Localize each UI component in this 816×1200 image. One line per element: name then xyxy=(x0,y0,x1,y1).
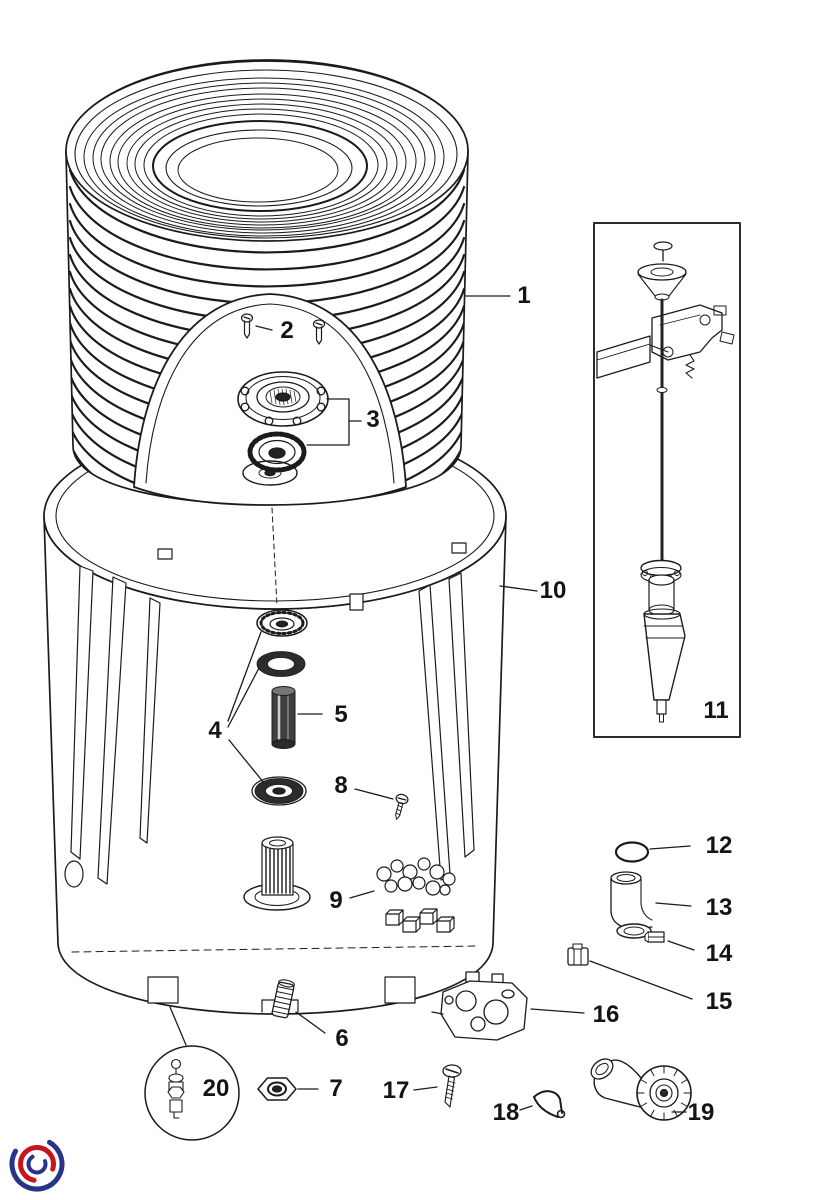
part-7-hex-nut-drawing xyxy=(257,1077,297,1101)
leader-line-13 xyxy=(655,902,692,907)
part-12-oring-drawing xyxy=(614,841,650,863)
part-3-bracket xyxy=(306,398,350,446)
leader-line-20 xyxy=(169,1006,187,1046)
part-19-elbow-drawing xyxy=(590,1058,692,1121)
part-15-clip-drawing xyxy=(567,943,589,966)
tank-interior-details xyxy=(64,507,479,1019)
centerline xyxy=(271,507,278,607)
part-4-seals-drawing xyxy=(251,609,308,806)
leader-line-17 xyxy=(413,1086,438,1091)
leader-line-10 xyxy=(499,585,538,592)
part-5-tube-drawing xyxy=(271,686,296,749)
leader-line-9 xyxy=(349,890,375,899)
callout-10: 10 xyxy=(539,577,567,604)
callout-3: 3 xyxy=(366,406,380,433)
leader-line-2 xyxy=(255,325,273,331)
part-6-plug-drawing xyxy=(271,979,295,1019)
bottom-dashed-line xyxy=(71,945,479,953)
callout-8: 8 xyxy=(334,772,348,799)
callout-20: 20 xyxy=(202,1075,230,1102)
part-13-elbow-drawing xyxy=(610,871,653,939)
leader-line-8 xyxy=(354,788,394,800)
callout-17: 17 xyxy=(382,1077,410,1104)
callout-11: 11 xyxy=(703,697,729,724)
part-20-circle-drawing xyxy=(144,1045,240,1141)
part-2-screws-drawing xyxy=(240,313,326,345)
callout-12: 12 xyxy=(705,832,733,859)
callout-1: 1 xyxy=(517,282,531,309)
leader-line-18 xyxy=(519,1105,533,1111)
part-11-float-valve-box xyxy=(593,222,741,738)
part-16-valve-assembly-drawing xyxy=(431,971,528,1041)
callout-5: 5 xyxy=(334,701,348,728)
part-17-screw-drawing xyxy=(442,1064,462,1108)
callout-15: 15 xyxy=(705,988,733,1015)
leader-lines xyxy=(169,295,695,1113)
tank-drain-hole xyxy=(64,860,84,888)
tank-mouth-threads xyxy=(65,60,469,242)
part-1-brine-tank-drawing xyxy=(65,59,469,506)
leader-line-16 xyxy=(530,1008,585,1014)
part-18-wire-clip-drawing xyxy=(533,1090,566,1119)
part-3-gear-drawing xyxy=(242,431,307,486)
callout-9: 9 xyxy=(329,887,343,914)
leader-line-4 xyxy=(227,631,265,784)
tank-cutaway-arch xyxy=(133,293,407,506)
leader-line-14 xyxy=(667,940,695,951)
part-14-clip-drawing xyxy=(644,931,665,943)
part-11-float-valve-drawing xyxy=(596,241,735,723)
tank-fins xyxy=(70,542,475,885)
leader-line-15 xyxy=(589,960,693,1000)
callout-6: 6 xyxy=(335,1025,349,1052)
callout-14: 14 xyxy=(705,940,733,967)
callout-19: 19 xyxy=(687,1099,715,1126)
callout-13: 13 xyxy=(705,894,733,921)
callout-7: 7 xyxy=(329,1075,343,1102)
callout-18: 18 xyxy=(492,1099,520,1126)
spline-shaft-drawing xyxy=(243,836,311,911)
callout-2: 2 xyxy=(280,317,294,344)
brand-swirl-logo xyxy=(9,1136,65,1192)
callout-4: 4 xyxy=(208,717,222,744)
part-8-screw-drawing xyxy=(395,793,409,820)
callout-16: 16 xyxy=(592,1001,620,1028)
part-9-cluster-drawing xyxy=(376,857,456,933)
leader-line-12 xyxy=(649,845,691,850)
leader-line-6 xyxy=(295,1011,326,1034)
